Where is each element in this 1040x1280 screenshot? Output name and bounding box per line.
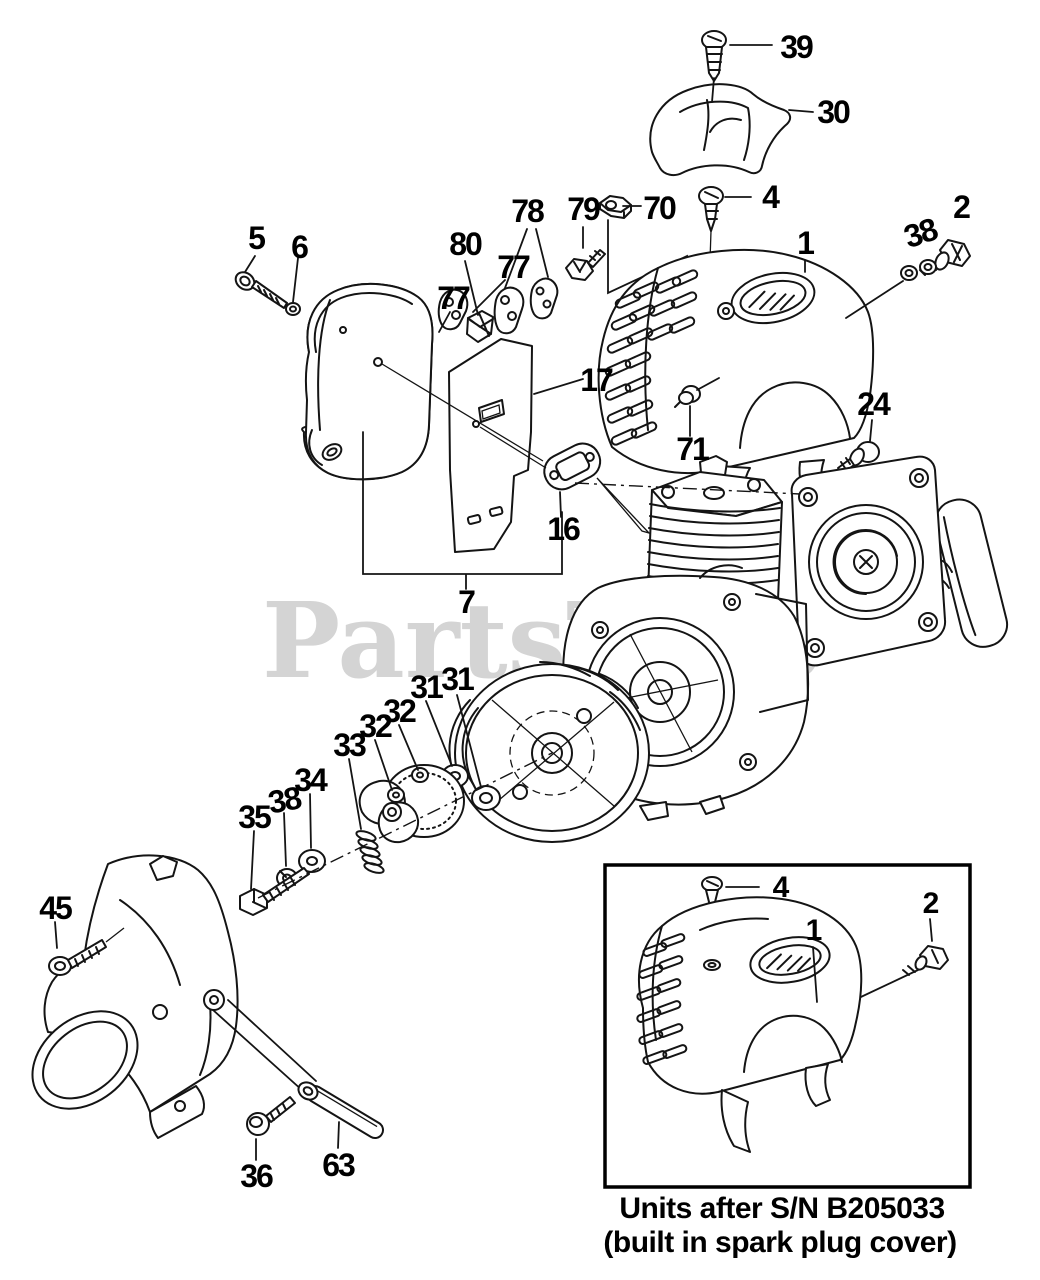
spring-33-drawing xyxy=(348,758,385,874)
part-callout-45: 45 xyxy=(39,890,73,926)
muffler-drawing xyxy=(301,282,434,481)
cover-vents xyxy=(604,269,699,446)
part-callout-38: 38 xyxy=(265,779,303,821)
part-callout-31: 31 xyxy=(410,669,444,705)
part-callout-32: 32 xyxy=(383,693,417,729)
washer-6-drawing xyxy=(285,257,301,316)
shaft-housing-drawing xyxy=(31,854,317,1139)
bolt-45-drawing xyxy=(48,921,125,976)
inset-caption-line2: (built in spark plug cover) xyxy=(603,1226,957,1259)
part-callout-1: 1 xyxy=(797,225,815,261)
part-callout-79: 79 xyxy=(567,191,601,227)
part-callout-38: 38 xyxy=(899,210,941,256)
heat-shield-17-drawing xyxy=(448,338,584,553)
bolt-79-drawing xyxy=(565,226,606,281)
bolt-35-group-drawing xyxy=(239,752,553,916)
bolt-71-drawing xyxy=(674,377,720,437)
part-callout-71: 71 xyxy=(676,431,710,467)
part-callout-39: 39 xyxy=(780,29,814,65)
inset-cover-1-drawing xyxy=(636,896,863,1153)
part-callout-35: 35 xyxy=(238,799,272,835)
part-callout-80: 80 xyxy=(449,226,483,262)
inset-caption-line1: Units after S/N B205033 xyxy=(619,1192,945,1225)
part-callout-31: 31 xyxy=(441,661,475,697)
clutch-drawing xyxy=(358,724,465,844)
starter-handle xyxy=(934,498,1009,648)
group-7-bracket xyxy=(362,431,563,590)
part-callout-24: 24 xyxy=(857,386,891,422)
part-callout-77: 77 xyxy=(437,280,471,316)
part-callout-78: 78 xyxy=(511,193,545,229)
gasket-16-drawing xyxy=(381,363,652,535)
rod-63-drawing xyxy=(297,1081,385,1149)
bolt-5-drawing xyxy=(234,255,288,309)
gasket-plates-77-78-80-drawing xyxy=(437,228,559,343)
engine-cover-1-drawing xyxy=(597,248,875,508)
cover-30-drawing xyxy=(649,77,814,177)
part-callout-70: 70 xyxy=(643,190,677,226)
part-callout-4: 4 xyxy=(762,179,780,215)
part-callout-30: 30 xyxy=(817,94,851,130)
bolt-2-washers-38-drawing xyxy=(845,239,971,319)
part-callout-2: 2 xyxy=(922,887,940,920)
part-callout-4: 4 xyxy=(772,871,790,904)
inset-box xyxy=(603,863,972,1189)
part-callout-33: 33 xyxy=(333,727,367,763)
part-callout-63: 63 xyxy=(322,1147,356,1183)
part-callout-17: 17 xyxy=(580,362,614,398)
screw-39-drawing xyxy=(701,30,773,82)
bolt-24-drawing xyxy=(805,419,880,492)
part-callout-5: 5 xyxy=(248,220,266,256)
part-callout-36: 36 xyxy=(240,1158,274,1194)
part-callout-6: 6 xyxy=(291,229,309,265)
part-callout-16: 16 xyxy=(547,511,581,547)
part-callout-1: 1 xyxy=(805,914,823,947)
part-callout-32: 32 xyxy=(359,708,393,744)
part-callout-34: 34 xyxy=(294,762,328,798)
bolt-36-drawing xyxy=(246,1096,296,1161)
recoil-starter-drawing xyxy=(790,455,1009,667)
part-callout-2: 2 xyxy=(953,189,971,225)
part-callout-7: 7 xyxy=(458,584,476,620)
inset-bolt-2-drawing xyxy=(845,918,949,1005)
part-callout-77: 77 xyxy=(497,249,531,285)
